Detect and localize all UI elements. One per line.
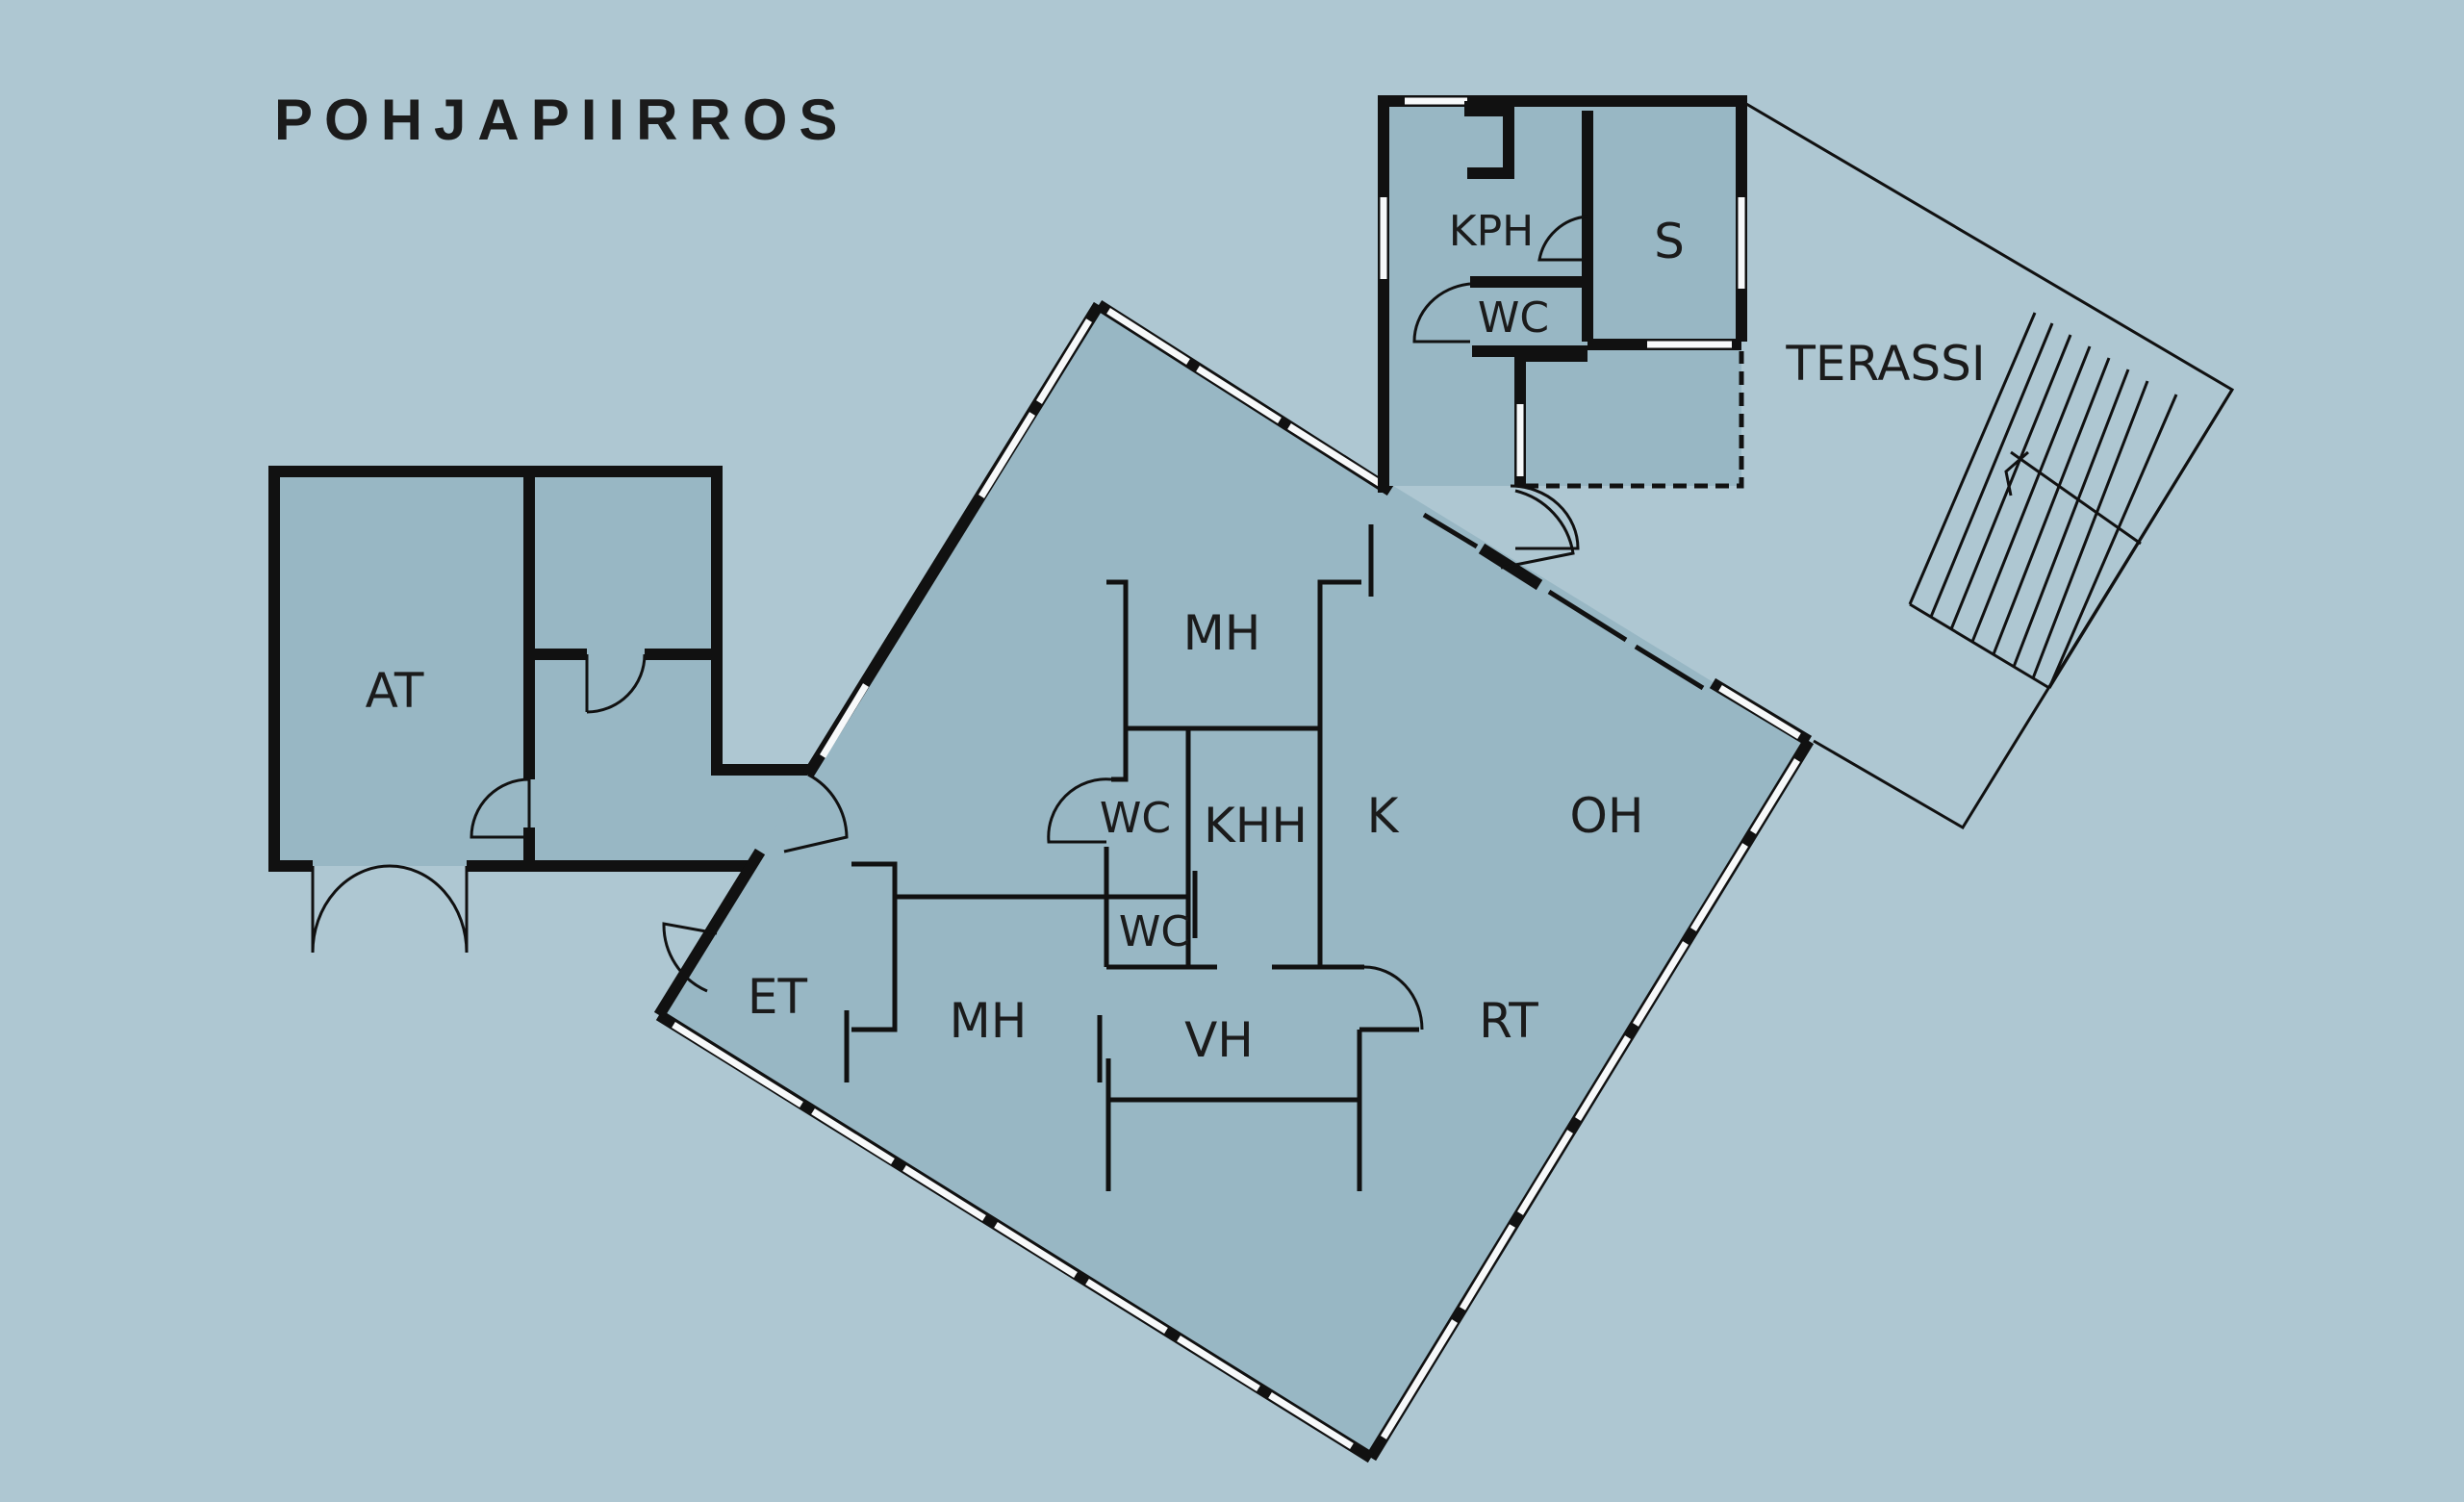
- window: [994, 1222, 1078, 1278]
- window: [1287, 423, 1383, 487]
- garage-outer-wall: [268, 466, 813, 872]
- wc-door-upper: [1412, 282, 1471, 344]
- window: [811, 1108, 895, 1164]
- window: [672, 1022, 803, 1107]
- stairs-arrow-line: [2010, 450, 2142, 546]
- window: [1460, 1224, 1515, 1311]
- entry-door: [662, 922, 718, 993]
- garage-double-door-left: [311, 864, 391, 954]
- room-label-et: ET: [748, 969, 808, 1025]
- window: [1196, 366, 1282, 423]
- kph-door: [1537, 215, 1588, 262]
- room-label-wc-left: WC: [1100, 794, 1171, 843]
- room-label-vh: VH: [1184, 1012, 1254, 1068]
- sauna-floor: [1384, 101, 1741, 486]
- main-house: MH WC KHH K OH WC ET MH VH RT: [653, 299, 1815, 1464]
- room-label-wc-lower: WC: [1119, 907, 1190, 956]
- kph-partition: [1464, 101, 1514, 179]
- garage-building: AT: [268, 466, 813, 954]
- glass-wall-2: [1547, 589, 1628, 643]
- room-label-oh: OH: [1570, 788, 1644, 844]
- room-label-kph: KPH: [1449, 207, 1534, 256]
- room-label-k: K: [1367, 788, 1400, 844]
- stairs-arrow-head: [2004, 450, 2029, 496]
- storage-door: [1510, 484, 1580, 550]
- window: [1036, 318, 1092, 404]
- rt-door: [1363, 965, 1424, 1031]
- storage-door: [585, 653, 647, 714]
- room-label-rt: RT: [1479, 993, 1538, 1049]
- room-label-wc-upper: WC: [1478, 293, 1549, 343]
- window: [978, 412, 1035, 498]
- room-label-khh: KHH: [1204, 798, 1308, 853]
- window: [820, 683, 869, 758]
- glass-wall-1: [1422, 512, 1479, 549]
- main-house-floor: [659, 305, 1809, 1458]
- room-label-mh-bottom: MH: [950, 993, 1028, 1049]
- wc-upper-stub: [1111, 731, 1129, 782]
- window: [1575, 1035, 1631, 1121]
- interior-walls: [844, 524, 1424, 1191]
- terrace-outline: [1740, 99, 2235, 830]
- glass-wall-3: [1634, 644, 1705, 691]
- wc-door: [1047, 777, 1112, 844]
- window: [1106, 308, 1190, 365]
- terrace-stairs: [1908, 312, 2234, 690]
- window: [1177, 1336, 1260, 1391]
- window: [1690, 843, 1748, 931]
- garage-floor: [274, 471, 717, 866]
- room-label-s: S: [1654, 214, 1685, 269]
- room-label-terassi: TERASSI: [1785, 336, 1985, 392]
- mh-top-left-wall: [1106, 579, 1129, 731]
- window: [1517, 1130, 1573, 1215]
- room-label-mh-top: MH: [1183, 605, 1261, 661]
- room-label-at: AT: [366, 663, 424, 719]
- window: [1268, 1392, 1354, 1449]
- passage-door: [783, 773, 849, 853]
- plan-title: POHJAPIIRROS: [274, 88, 849, 152]
- garage-inner-door: [470, 777, 531, 839]
- window: [1750, 758, 1800, 834]
- window: [1718, 685, 1801, 739]
- window: [902, 1165, 986, 1221]
- window: [1381, 1319, 1458, 1439]
- storage-dashed-wall: [1525, 351, 1744, 489]
- kitchen-wall: [1317, 579, 1361, 967]
- sauna-building: KPH S WC: [1378, 95, 1747, 550]
- terrace: TERASSI: [1740, 99, 2235, 830]
- window: [1085, 1279, 1168, 1334]
- et-partition: [851, 861, 898, 1032]
- window: [1633, 941, 1689, 1027]
- terrace-door: [1500, 489, 1575, 570]
- garage-double-door-right: [389, 864, 469, 954]
